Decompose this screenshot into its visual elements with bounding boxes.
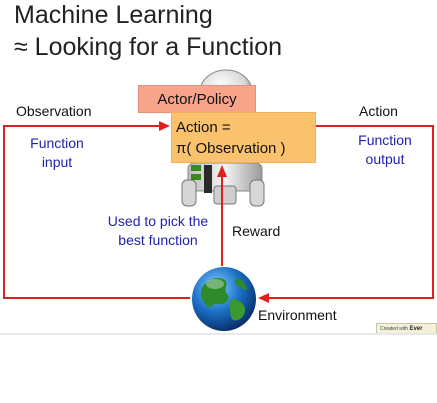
actor-policy-box: Actor/Policy	[138, 85, 256, 113]
function-input-line-1: Function	[30, 135, 84, 151]
used-to-pick-label: Used to pick the best function	[98, 212, 218, 250]
function-input-line-2: input	[41, 154, 73, 170]
action-eq-line-1: Action =	[176, 119, 231, 136]
action-label: Action	[359, 103, 398, 119]
observation-arrow	[3, 125, 190, 299]
slide-bottom-rule	[0, 333, 437, 335]
title-line-2: ≈ Looking for a Function	[14, 33, 283, 61]
action-eq-line-2: π( Observation )	[176, 140, 286, 157]
function-input-label: Function input	[24, 134, 90, 172]
slide: Machine Learning ≈ Looking for a Functio…	[0, 0, 437, 335]
watermark-prefix: Created with	[380, 326, 409, 332]
used-to-pick-line-2: best function	[118, 232, 198, 248]
observation-label: Observation	[16, 103, 92, 119]
title-line-1: Machine Learning	[14, 1, 213, 29]
function-output-label: Function output	[351, 131, 419, 169]
function-output-line-1: Function	[358, 132, 412, 148]
flow-arrows	[3, 121, 434, 303]
globe-icon	[192, 267, 256, 331]
reward-label: Reward	[232, 223, 281, 239]
action-arrow	[268, 125, 434, 299]
function-output-line-2: output	[365, 151, 405, 167]
action-function-box: Action = π( Observation )	[171, 112, 316, 163]
used-to-pick-line-1: Used to pick the	[107, 213, 209, 229]
watermark-brand: Ever	[409, 326, 423, 332]
environment-label: Environment	[258, 307, 337, 323]
